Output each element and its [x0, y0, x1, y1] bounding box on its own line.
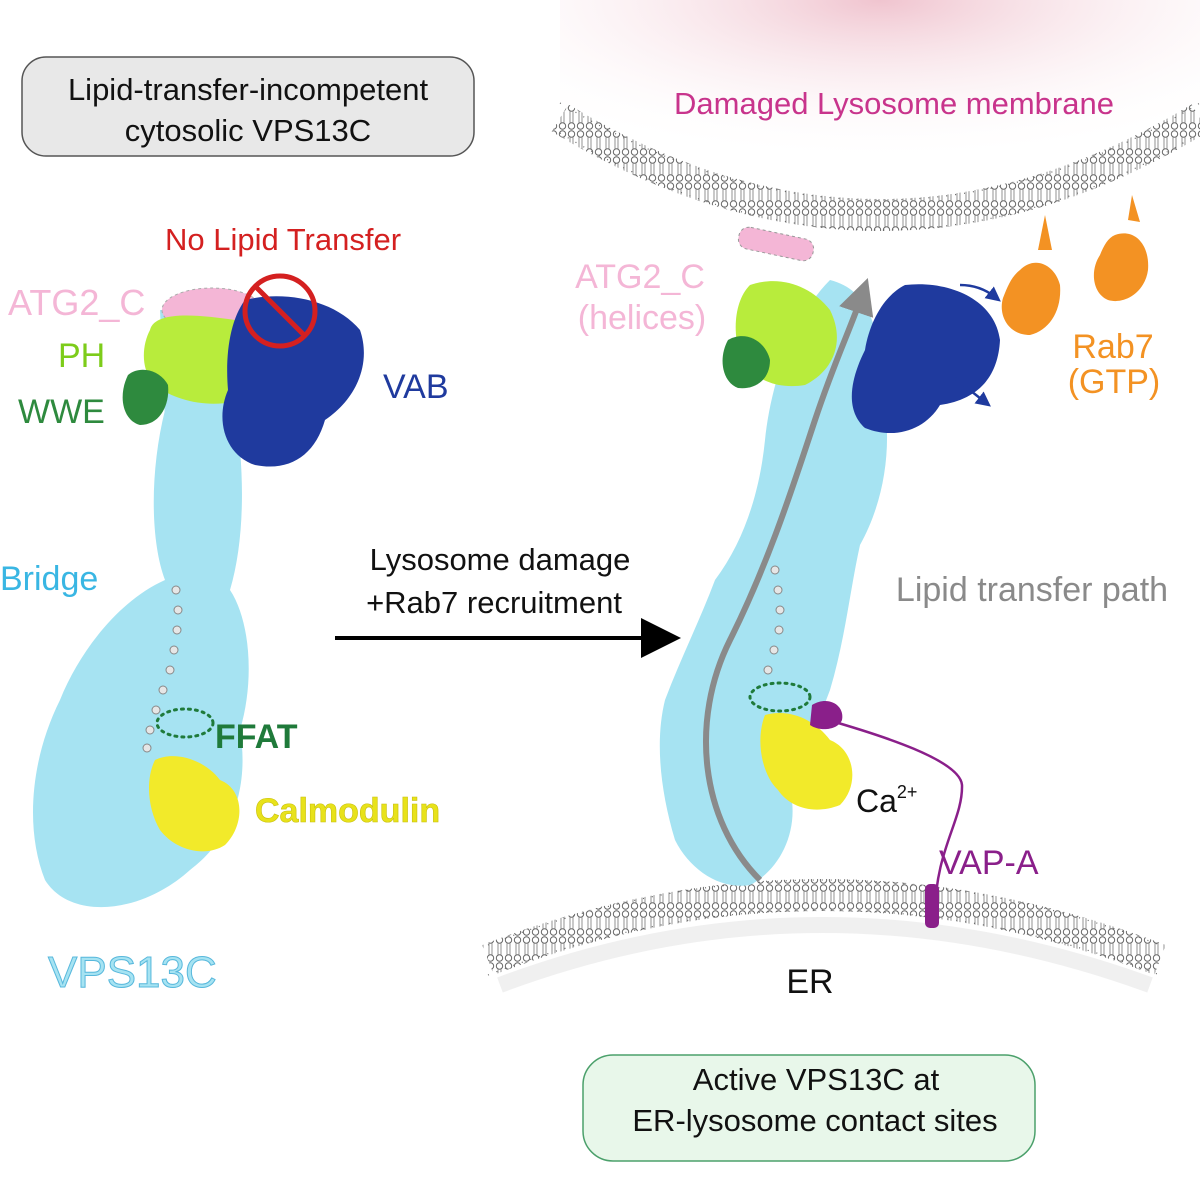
er-label: ER [786, 963, 833, 1001]
rab7-bound [1001, 215, 1061, 335]
transition: Lysosome damage +Rab7 recruitment [335, 542, 681, 658]
right-panel: Damaged Lysosome membrane ER [482, 0, 1200, 1162]
summary-line-1: Active VPS13C at [693, 1062, 940, 1097]
lysosome-membrane [551, 104, 1200, 231]
transition-line-2: +Rab7 recruitment [366, 585, 622, 620]
left-panel: Lipid-transfer-incompetent cytosolic VPS… [0, 56, 475, 998]
ph-label: PH [58, 337, 105, 375]
er-membrane [482, 879, 1166, 975]
lysosome-lumen [560, 0, 1200, 218]
vab-label: VAB [383, 368, 449, 406]
lipid-transfer-path-label: Lipid transfer path [896, 571, 1168, 609]
no-transfer-icon [242, 273, 318, 349]
atg2c-label: ATG2_C [8, 282, 145, 323]
transition-line-1: Lysosome damage [370, 542, 631, 577]
title-line-1: Lipid-transfer-incompetent [68, 72, 429, 107]
ffat-motif [155, 707, 215, 739]
no-transfer-label: No Lipid Transfer [165, 222, 401, 257]
ffat-label: FFAT [215, 718, 298, 756]
lipid-transfer-path-arrow [703, 277, 874, 883]
calcium-label: Ca2+ [856, 782, 917, 819]
vapa-msp-domain [810, 700, 843, 730]
title-box [21, 56, 475, 157]
active-lipid-beads [763, 565, 785, 675]
vapa-tm-anchor [925, 884, 939, 928]
active-atg2c-label-1: ATG2_C [575, 258, 705, 296]
rab7-label-2: (GTP) [1068, 363, 1161, 401]
active-ffat-motif [748, 681, 812, 713]
active-atg2c-helices [737, 226, 815, 262]
vapa-tether [827, 718, 964, 916]
rab7-motion-arrow-lower [954, 377, 991, 407]
lipid-beads [142, 585, 183, 753]
vapa-label: VAP-A [939, 844, 1039, 882]
rab7-free [1093, 195, 1149, 302]
calmodulin-domain [148, 756, 240, 852]
title-line-2: cytosolic VPS13C [125, 113, 371, 148]
calmodulin-label: Calmodulin [255, 792, 440, 830]
active-wwe-domain [722, 336, 770, 389]
rab7-label-1: Rab7 [1072, 328, 1153, 366]
active-vab-domain [851, 284, 1000, 434]
bridge-label: Bridge [0, 560, 98, 598]
calcium-superscript: 2+ [897, 782, 918, 802]
summary-box [582, 1054, 1036, 1162]
rab7-motion-arrow-upper [959, 283, 1001, 302]
active-calmodulin-domain [760, 712, 853, 810]
wwe-label: WWE [18, 393, 105, 431]
active-atg2c-label-2: (helices) [578, 299, 706, 337]
lysosome-membrane-label: Damaged Lysosome membrane [674, 86, 1114, 121]
protein-label: VPS13C [48, 948, 217, 997]
active-bridge-domain [659, 280, 888, 886]
wwe-domain [122, 369, 169, 425]
summary-line-2: ER-lysosome contact sites [632, 1103, 997, 1138]
